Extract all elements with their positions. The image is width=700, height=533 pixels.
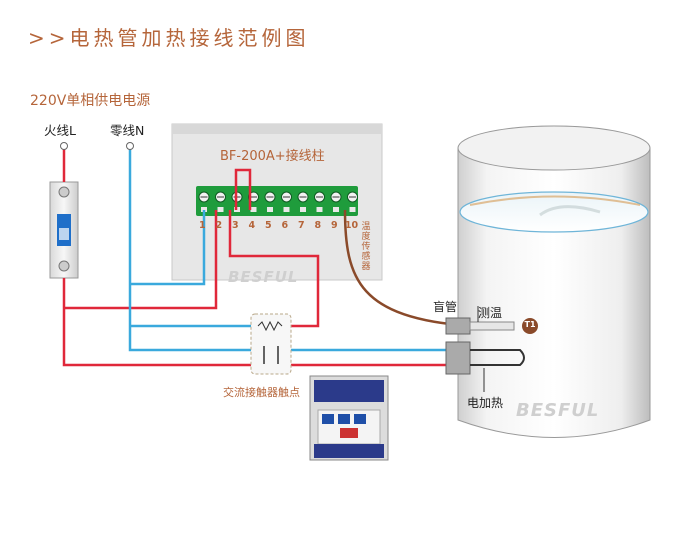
live-line-label: 火线L — [44, 123, 76, 138]
terminal-number-9: 9 — [330, 220, 338, 231]
live-wire — [62, 148, 470, 367]
terminal-socket-5 — [267, 207, 273, 212]
heater-element — [445, 341, 525, 392]
tank-watermark: BESFUL — [516, 400, 600, 421]
neutral-wire — [128, 148, 470, 352]
neutral-line-label: 零线N — [110, 123, 145, 138]
terminal-socket-10 — [349, 207, 356, 212]
temperature-probe — [445, 306, 515, 335]
contactor-contact-label: 交流接触器触点 — [223, 386, 300, 399]
terminal-socket-2 — [217, 207, 224, 212]
blind-pipe-label: 盲管 — [433, 300, 458, 314]
sensor-label-char: 度 — [361, 232, 371, 242]
terminal-number-6: 6 — [281, 220, 289, 231]
sensor-label: 温度传感器 — [361, 222, 371, 272]
terminal-socket-7 — [300, 207, 306, 212]
sensor-wire — [343, 209, 471, 328]
terminal-number-1: 1 — [198, 220, 206, 231]
sensor-label-char: 感 — [361, 252, 371, 262]
terminal-socket-1 — [201, 207, 207, 212]
terminal-number-2: 2 — [215, 220, 223, 231]
temp-measure-label: 测温 — [478, 306, 503, 320]
terminal-socket-9 — [333, 207, 339, 212]
terminal-number-3: 3 — [231, 220, 239, 231]
water-tank — [457, 125, 651, 438]
ac-contactor — [309, 375, 389, 461]
t1-badge — [522, 318, 538, 334]
t1-badge-label: T1 — [524, 320, 536, 329]
heater-label: 电加热 — [467, 396, 504, 410]
circuit-breaker — [49, 181, 79, 279]
sensor-label-char: 传 — [361, 242, 371, 252]
terminal-number-7: 7 — [297, 220, 305, 231]
live-terminal-dot — [60, 142, 68, 150]
sensor-label-char: 温 — [361, 222, 371, 232]
terminal-socket-6 — [283, 207, 290, 212]
contactor-contact-box — [250, 313, 292, 375]
terminal-number-8: 8 — [314, 220, 322, 231]
neutral-terminal-dot — [126, 142, 134, 150]
sensor-label-char: 器 — [361, 262, 371, 272]
terminal-number-4: 4 — [248, 220, 256, 231]
terminal-socket-8 — [316, 207, 323, 212]
controller-title: BF-200A+接线柱 — [220, 149, 325, 164]
terminal-socket-4 — [250, 207, 257, 212]
power-supply-label: 220V单相供电电源 — [30, 93, 151, 109]
terminal-number-10: 10 — [344, 220, 359, 231]
page-title: >>电热管加热接线范例图 — [28, 26, 310, 50]
controller-watermark: BESFUL — [228, 268, 299, 286]
terminal-number-5: 5 — [264, 220, 272, 231]
